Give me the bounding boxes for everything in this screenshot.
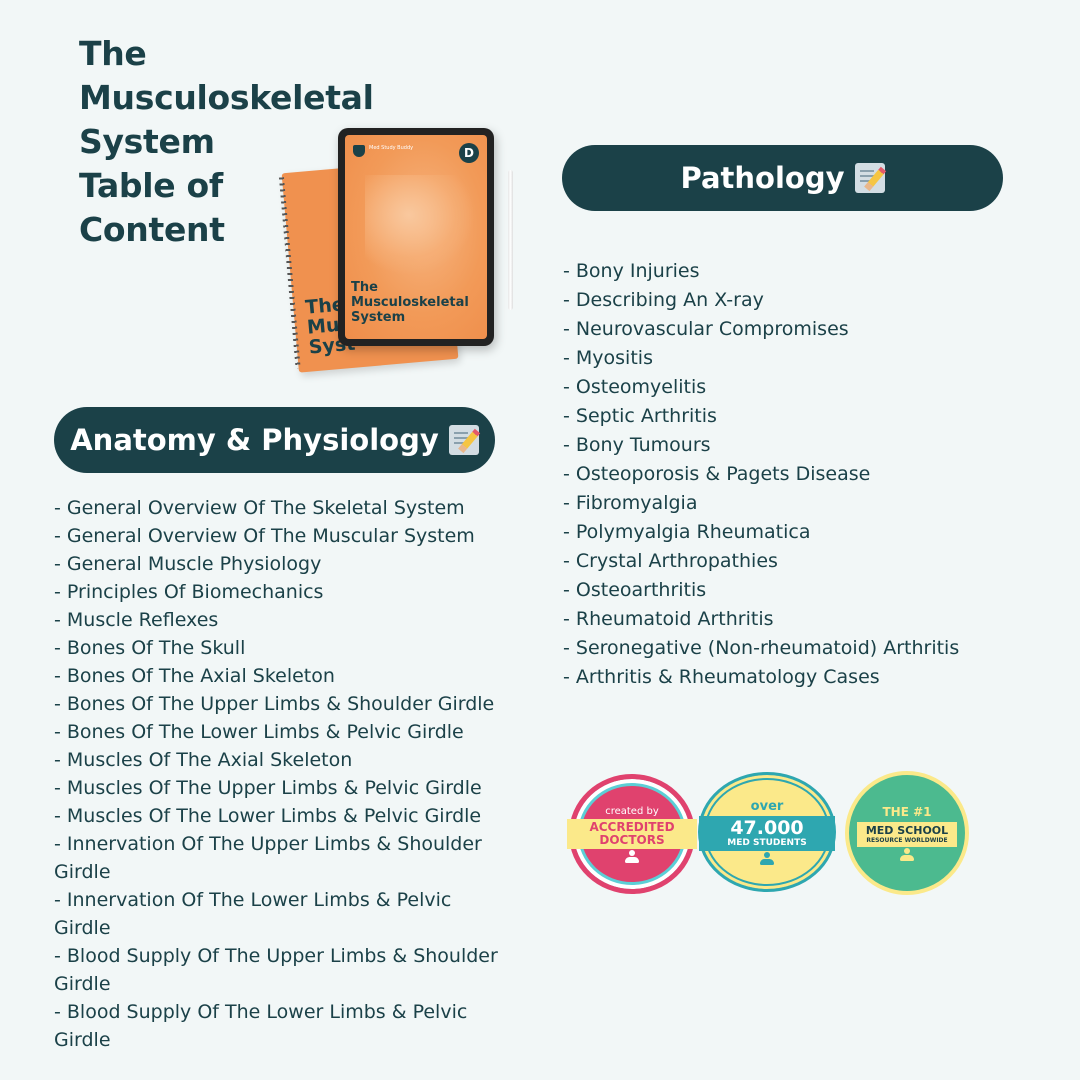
badge-line2: RESOURCE WORLDWIDE [866,837,948,844]
list-item: - Crystal Arthropathies [563,550,778,572]
list-item: - Muscles Of The Lower Limbs & Pelvic Gi… [54,805,482,827]
title-line: The [79,34,147,73]
badge-line1: 47.000 [730,817,804,839]
shield-logo-icon [353,145,365,157]
title-line: Musculoskeletal [79,78,374,117]
book-title: The Musculoskeletal System [351,280,469,325]
list-item: - Bones Of The Skull [54,637,246,659]
list-item: - Bones Of The Upper Limbs & Shoulder Gi… [54,693,495,715]
product-mockup: The Mus Syst Med Study Buddy D The Muscu… [278,128,522,373]
list-item: - Seronegative (Non-rheumatoid) Arthriti… [563,637,960,659]
tablet-image: Med Study Buddy D The Musculoskeletal Sy… [338,128,494,346]
anatomy-list: - General Overview Of The Skeletal Syste… [54,494,512,1054]
badge-top-text: THE #1 [882,805,932,819]
list-item: - Bones Of The Lower Limbs & Pelvic Gird… [54,721,464,743]
badge-line1: ACCREDITED [589,819,675,834]
list-item: - Innervation Of The Upper Limbs & Shoul… [54,833,482,883]
list-item: - Osteoporosis & Pagets Disease [563,463,871,485]
list-item: - Muscles Of The Axial Skeleton [54,749,353,771]
badge-line2: MED STUDENTS [727,838,807,848]
list-item: - Principles Of Biomechanics [54,581,324,603]
memo-icon [854,163,885,193]
title-line: Table of [79,166,223,205]
number-one-resource-badge: THE #1 MED SCHOOL RESOURCE WORLDWIDE [845,771,969,895]
badge-ribbon: MED SCHOOL RESOURCE WORLDWIDE [857,822,957,847]
title-line: System [79,122,215,161]
list-item: - Bony Injuries [563,260,700,282]
book-title-line: The [351,280,378,295]
list-item: - Arthritis & Rheumatology Cases [563,666,880,688]
list-item: - Blood Supply Of The Upper Limbs & Shou… [54,945,498,995]
person-icon [625,849,639,863]
list-item: - Fibromyalgia [563,492,698,514]
list-item: - Muscles Of The Upper Limbs & Pelvic Gi… [54,777,482,799]
badge-line1: MED SCHOOL [865,824,949,837]
badge-ribbon: ACCREDITED DOCTORS [567,818,697,849]
spiral-binding [278,177,301,369]
badge-top-text: created by [605,805,659,817]
book-title-line: System [351,310,406,325]
person-icon [760,852,774,865]
person-icon [900,848,914,861]
book-title-line: Musculoskeletal [351,295,469,310]
title-line: Content [79,210,225,249]
list-item: - General Overview Of The Muscular Syste… [54,525,475,547]
list-item: - Blood Supply Of The Lower Limbs & Pelv… [54,1001,468,1051]
list-item: - Septic Arthritis [563,405,717,427]
list-item: - Bony Tumours [563,434,711,456]
accredited-doctors-badge: created by ACCREDITED DOCTORS [567,774,697,894]
brand-name: Med Study Buddy [369,145,414,151]
list-item: - Osteomyelitis [563,376,707,398]
list-item: - Muscle Reflexes [54,609,219,631]
badge-ribbon: 47.000 MED STUDENTS [699,816,835,851]
list-item: - Bones Of The Axial Skeleton [54,665,335,687]
list-item: - Osteoarthritis [563,579,707,601]
anatomy-heading-label: Anatomy & Physiology [70,423,439,457]
list-item: - Myositis [563,347,653,369]
page-title: The Musculoskeletal System Table of Cont… [79,32,374,252]
d-badge-icon: D [459,143,479,163]
pathology-list: - Bony Injuries - Describing An X-ray - … [563,257,1003,692]
list-item: - General Muscle Physiology [54,553,322,575]
pathology-heading: Pathology [562,145,1003,211]
med-students-badge: over 47.000 MED STUDENTS [698,772,836,892]
list-item: - Neurovascular Compromises [563,318,849,340]
tablet-screen: Med Study Buddy D The Musculoskeletal Sy… [345,135,487,339]
badge-line2: DOCTORS [599,832,665,847]
list-item: - General Overview Of The Skeletal Syste… [54,497,465,519]
anatomy-heading: Anatomy & Physiology [54,407,495,473]
list-item: - Describing An X-ray [563,289,764,311]
stylus-pencil-icon [508,170,513,310]
pathology-heading-label: Pathology [680,161,845,195]
list-item: - Rheumatoid Arthritis [563,608,774,630]
memo-icon [448,425,479,455]
list-item: - Innervation Of The Lower Limbs & Pelvi… [54,889,452,939]
list-item: - Polymyalgia Rheumatica [563,521,811,543]
badge-top-text: over [750,799,784,814]
anatomy-figure-illustration [365,175,475,275]
